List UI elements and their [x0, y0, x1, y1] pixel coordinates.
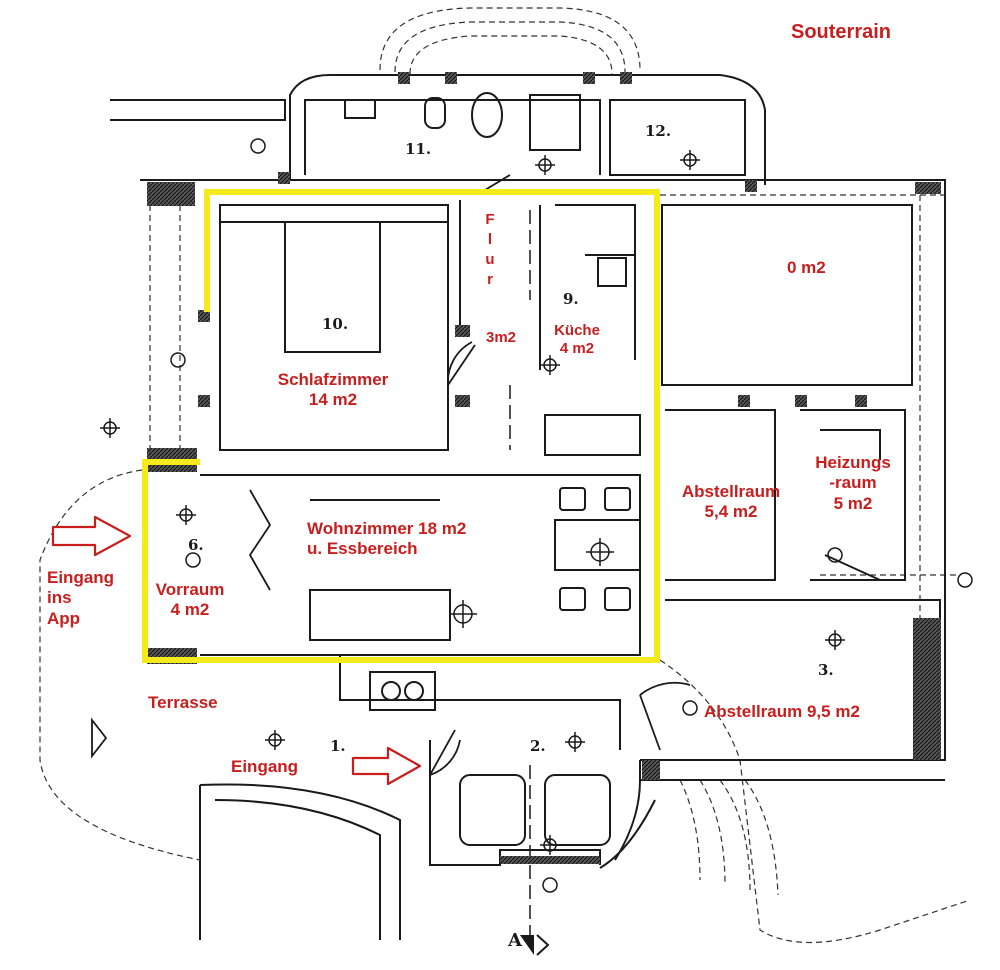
apartment-highlight [142, 189, 660, 663]
room-name: Küche [554, 322, 600, 339]
room-number: 6. [188, 536, 204, 554]
entrance-word: Eingang [47, 568, 115, 587]
room-label-schlafzimmer: Schlafzimmer 14 m2 [278, 370, 389, 411]
room-area: 5 m2 [833, 493, 873, 513]
flur-letter: F [485, 211, 495, 228]
room-number: 10. [322, 315, 349, 333]
room-label-abstellraum-small: Abstellraum 5,4 m2 [682, 482, 780, 523]
room-number: 3. [818, 661, 834, 679]
floor-title: Souterrain [791, 21, 892, 43]
room-area: 4 m2 [559, 340, 595, 357]
flur-letter: r [487, 271, 493, 288]
level-markers [100, 138, 973, 893]
room-label-wohnzimmer: Wohnzimmer 18 m2 u. Essbereich [307, 519, 466, 560]
room-number: 1. [330, 737, 346, 755]
room-number: 11. [405, 140, 432, 158]
room-area: 4 m2 [170, 600, 210, 620]
label-entrance-main: Eingang [231, 757, 299, 776]
section-marker-label: A [508, 930, 522, 951]
wall-hatches [147, 72, 941, 864]
terrain-outline [39, 7, 971, 944]
room-label-kueche: Küche 4 m2 [554, 322, 600, 358]
section-marker [520, 934, 550, 956]
room-name: Schlafzimmer [277, 370, 389, 389]
room-number: 12. [645, 122, 672, 140]
axis-lines [509, 210, 531, 945]
entrance-word: ins [47, 588, 72, 608]
label-entrance-app: Eingang ins App [47, 568, 114, 629]
room-name: Vorraum [155, 580, 225, 599]
room-area: 14 m2 [308, 390, 358, 410]
room-name-cont: -raum [829, 473, 877, 493]
flur-letter: l [487, 231, 493, 248]
room-number: 9. [563, 290, 579, 308]
entrance-arrows [51, 515, 422, 786]
room-label-flur: F l u r [483, 210, 497, 290]
direction-triangle [91, 717, 108, 759]
room-area: 5,4 m2 [704, 502, 758, 522]
label-terrasse: Terrasse [148, 693, 218, 712]
room-label-heizungsraum: Heizungs -raum 5 m2 [815, 453, 891, 514]
flur-letter: u [485, 251, 495, 268]
room-number: 2. [530, 737, 546, 755]
flur-area: 3m2 [486, 329, 517, 346]
door-swings [248, 174, 881, 776]
wall-lines [110, 74, 946, 940]
room-label-vorraum: Vorraum 4 m2 [156, 580, 225, 621]
entrance-word: App [47, 608, 81, 628]
room-name: Abstellraum [681, 482, 781, 501]
room-label-abstellraum-large: Abstellraum 9,5 m2 [704, 702, 860, 721]
room-label-unnamed: 0 m2 [787, 258, 826, 277]
room-subname: u. Essbereich [307, 539, 418, 559]
room-name: Heizungs [815, 453, 891, 472]
room-name: Wohnzimmer 18 m2 [307, 519, 467, 538]
